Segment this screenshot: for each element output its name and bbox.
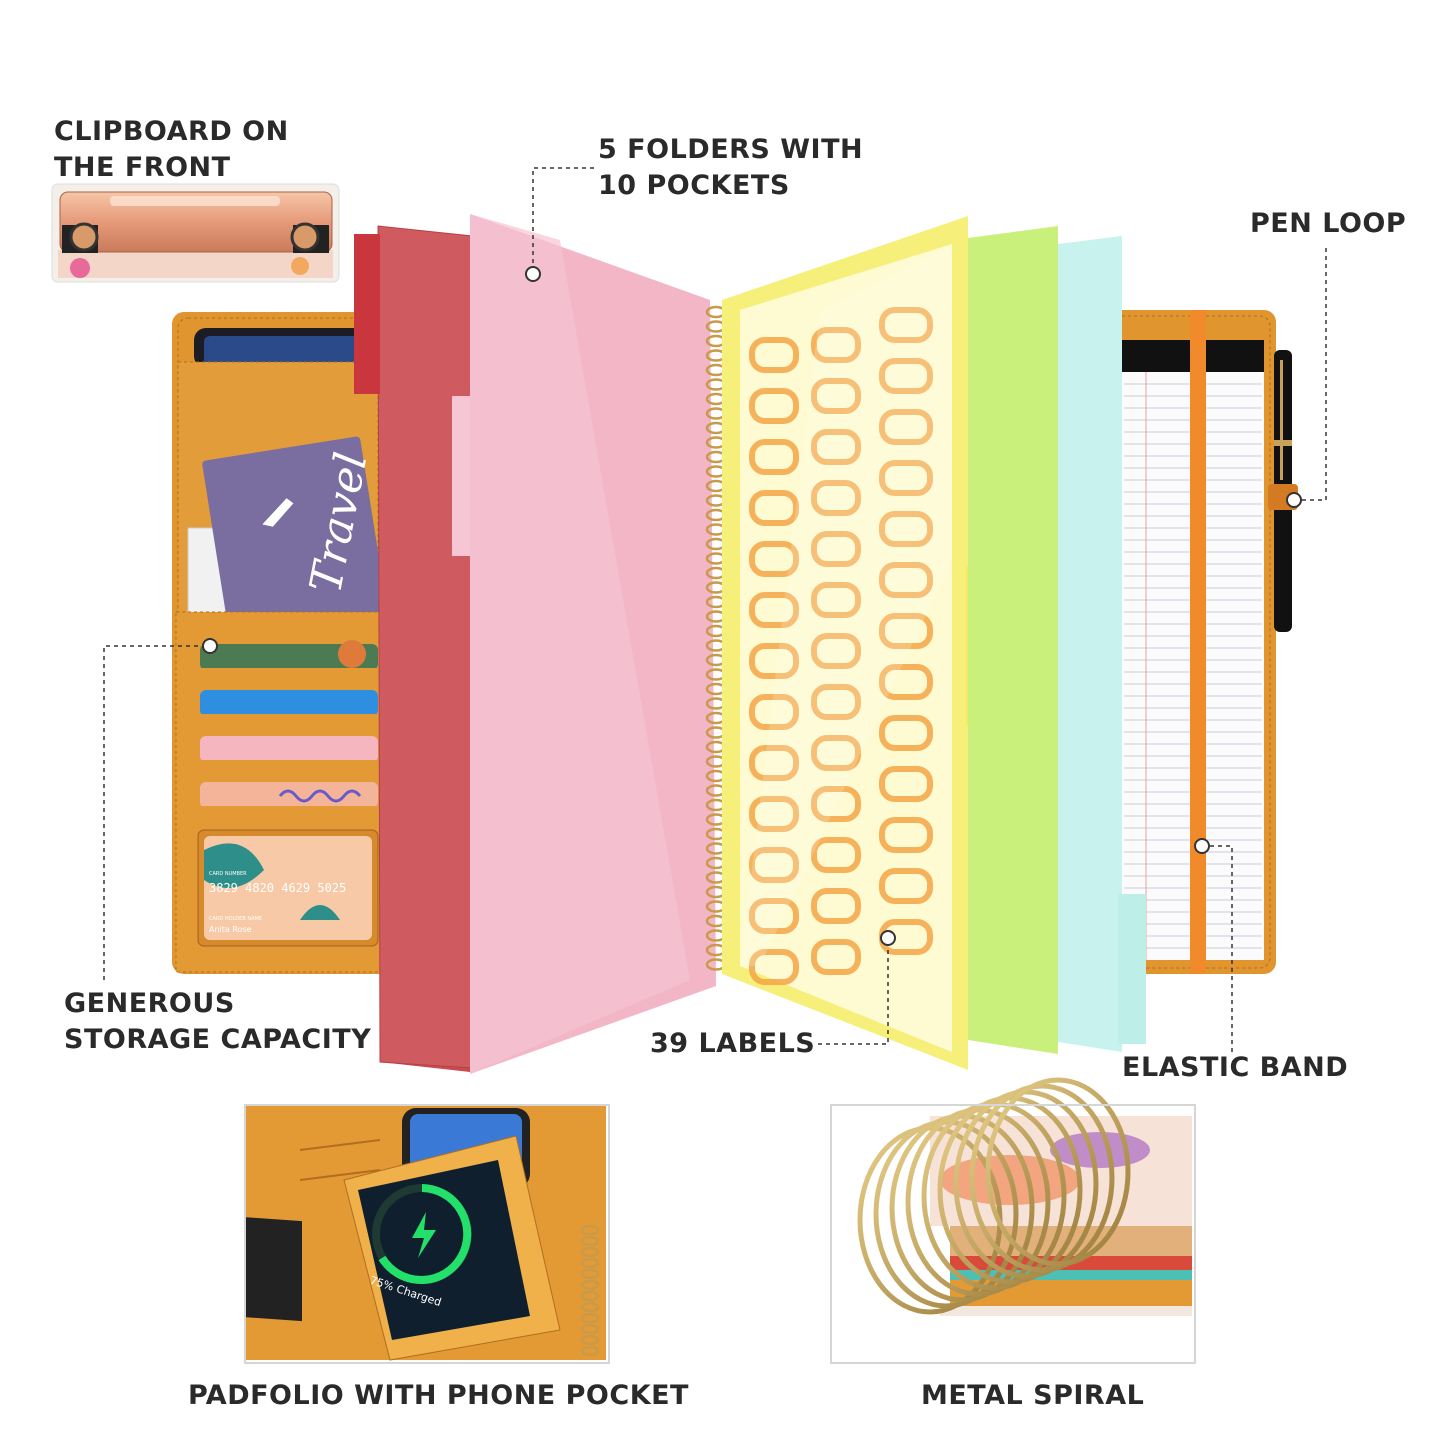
card-number-caption: CARD NUMBER [209,871,247,877]
right-leather-cover [1100,310,1298,974]
metal-spiral-frame [830,1104,1196,1364]
label-sticker [879,511,933,547]
callout-phone-pocket: PADFOLIO WITH PHONE POCKET [188,1378,689,1414]
label-sticker [879,817,933,853]
inset-spiral-coil [580,1301,600,1313]
label-sticker [811,429,861,465]
label-sticker [811,633,861,669]
label-sticker [811,888,861,924]
callout-leaders [103,167,1327,1052]
label-sticker [811,480,861,516]
inset-spiral-coil [580,1279,600,1291]
inset-spiral-coil [580,1224,600,1236]
callout-labels-text: 39 LABELS [650,1028,816,1059]
clipboard-photo [51,183,340,283]
callout-metal-spiral: METAL SPIRAL [921,1378,1144,1414]
label-sticker [811,327,861,363]
callout-storage-line1: GENEROUS [64,988,235,1019]
label-sticker [749,490,799,526]
callout-clipboard: CLIPBOARD ON THE FRONT [54,114,289,186]
label-sticker [811,837,861,873]
label-sticker [811,684,861,720]
label-sticker [749,898,799,934]
label-sticker [879,307,933,343]
label-sticker [811,786,861,822]
folder-dividers [354,214,1146,1074]
label-sticker [811,378,861,414]
label-sticker [749,592,799,628]
card-number: 3829 4820 4629 5025 [209,881,346,895]
label-sticker [879,715,933,751]
callout-clipboard-line2: THE FRONT [54,152,231,183]
label-sticker [749,388,799,424]
inset-spiral-coil [580,1345,600,1357]
callout-folders: 5 FOLDERS WITH 10 POCKETS [598,132,863,204]
callout-pen-loop-text: PEN LOOP [1250,208,1407,239]
callout-elastic-text: ELASTIC BAND [1122,1052,1349,1083]
phone-pocket-frame [244,1104,610,1364]
label-sticker [879,868,933,904]
spiral-ring [969,1083,1115,1273]
label-sticker [879,460,933,496]
label-sticker [879,562,933,598]
label-sticker [879,409,933,445]
label-sticker [749,439,799,475]
label-sticker [879,664,933,700]
inset-spiral-coil [580,1323,600,1335]
card-holder-name: Anita Rose [209,925,252,934]
phone-pocket-photo: 75% Charged [246,1106,606,1361]
label-sticker [749,847,799,883]
label-sticker [811,735,861,771]
label-sticker [749,643,799,679]
inset-spiral-coil [580,1235,600,1247]
inset-spiral-coil [580,1334,600,1346]
callout-storage-line2: STORAGE CAPACITY [64,1024,372,1055]
label-sticker [811,939,861,975]
inset-spiral-coil [580,1246,600,1258]
callout-phone-pocket-text: PADFOLIO WITH PHONE POCKET [188,1380,689,1411]
left-leather-cover: Travel CARD NUMBER 3829 4820 4629 5025 C… [172,312,402,974]
inset-spiral-coil [580,1268,600,1280]
label-sticker [749,694,799,730]
callout-metal-spiral-text: METAL SPIRAL [921,1380,1145,1411]
callout-pen-loop: PEN LOOP [1250,206,1406,242]
callout-folders-line2: 10 POCKETS [598,170,790,201]
label-sticker [749,745,799,781]
label-sticker [749,337,799,373]
label-sticker [879,766,933,802]
inset-spiral-coil [580,1312,600,1324]
inset-spiral-coil [580,1257,600,1269]
label-sticker [749,796,799,832]
label-sticker [811,582,861,618]
callout-clipboard-line1: CLIPBOARD ON [54,116,289,147]
label-sticker [879,358,933,394]
spiral-ring [985,1077,1131,1267]
card-holder-caption: CARD HOLDER NAME [209,916,262,922]
label-sticker [879,613,933,649]
inset-spiral-coil [580,1290,600,1302]
callout-labels: 39 LABELS [650,1026,815,1062]
callout-folders-line1: 5 FOLDERS WITH [598,134,864,165]
label-sticker [749,949,799,985]
label-sticker [749,541,799,577]
callout-elastic: ELASTIC BAND [1122,1050,1348,1086]
callout-storage: GENEROUS STORAGE CAPACITY [64,986,371,1058]
metal-spiral-photo [832,1077,1192,1360]
label-sticker [811,531,861,567]
